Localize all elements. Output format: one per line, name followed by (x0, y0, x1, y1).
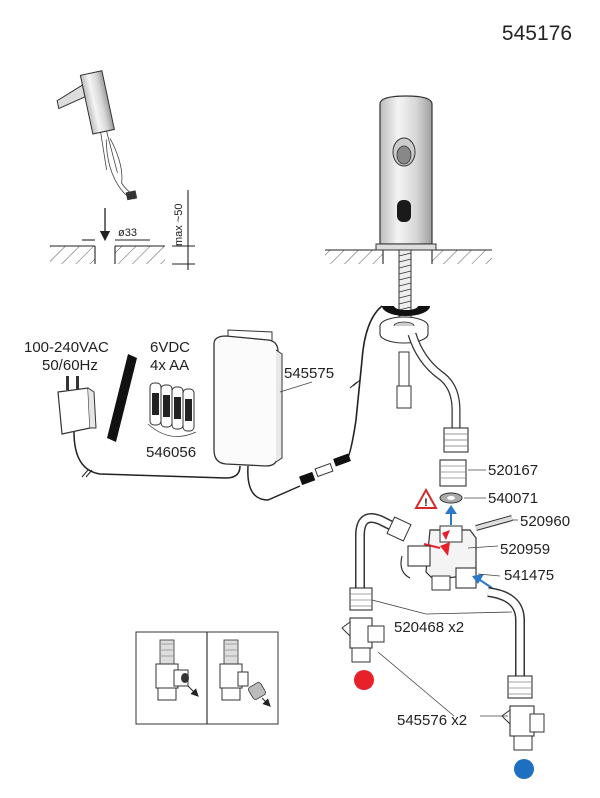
control-box-part-number: 545575 (284, 365, 334, 382)
horseshoe-washer (382, 306, 430, 316)
seal-part-number: 540071 (488, 490, 538, 507)
battery-pack-icon (147, 382, 197, 437)
mains-voltage-label: 100-240VAC (24, 339, 109, 356)
cold-water-dot-icon (514, 759, 534, 779)
bracket-part-number: 520960 (520, 513, 570, 530)
diameter-label: ø33 (118, 227, 137, 239)
flow-arrow-hot-icon (440, 542, 450, 556)
small-faucet-icon (56, 70, 138, 201)
flow-arrow-up-icon (445, 505, 457, 514)
nipple-part (439, 459, 467, 487)
power-section: 100-240VAC 50/60Hz 6VDC 4x AA 546056 (24, 329, 351, 501)
hose-part-number: 520468 x2 (394, 619, 464, 636)
filter-inset (135, 631, 279, 725)
faucet-body (379, 95, 433, 245)
product-number: 545176 (502, 22, 572, 45)
mains-frequency-label: 50/60Hz (42, 357, 98, 374)
angle-valve-hot (341, 617, 385, 663)
hot-water-dot-icon (354, 670, 374, 690)
cable-connector (299, 453, 351, 486)
angle-valve-cold (501, 705, 545, 751)
battery-count-label: 4x AA (150, 357, 189, 374)
clamp-part-number: 520959 (500, 541, 550, 558)
slash-divider (107, 354, 137, 442)
flow-arrow-cold-icon (472, 574, 484, 584)
nipple-part-number: 520167 (488, 462, 538, 479)
angle-valve-part-number: 545576 x2 (397, 712, 467, 729)
worktop-hatch-main-left (325, 250, 383, 264)
worktop-hatch-left (50, 246, 95, 264)
battery-voltage-label: 6VDC (150, 339, 190, 356)
dimension-sketch: ø33 max ~50 (50, 70, 195, 270)
valve-assembly: 520167 ! 540071 520960 520959 (400, 459, 570, 591)
filter-cartridge-icon (248, 682, 266, 700)
svg-text:!: ! (424, 497, 428, 509)
plug-adapter-icon (57, 376, 97, 435)
threaded-rod (398, 249, 412, 323)
worktop-hatch-main-right (432, 250, 492, 264)
sensor-window (397, 200, 411, 222)
inset-valve-left (155, 639, 199, 701)
height-label: max ~50 (173, 204, 185, 247)
warning-triangle-icon: ! (414, 487, 438, 509)
inset-valve-right (219, 639, 271, 707)
supply-hoses: 520468 x2 (349, 513, 533, 699)
angle-valves: 545576 x2 (341, 617, 545, 779)
main-faucet (325, 95, 492, 463)
worktop-hatch-right (115, 246, 165, 264)
battery-pack-part-number: 546056 (146, 444, 196, 461)
control-box (213, 329, 283, 467)
mixer-valve-part-number: 541475 (504, 567, 554, 584)
